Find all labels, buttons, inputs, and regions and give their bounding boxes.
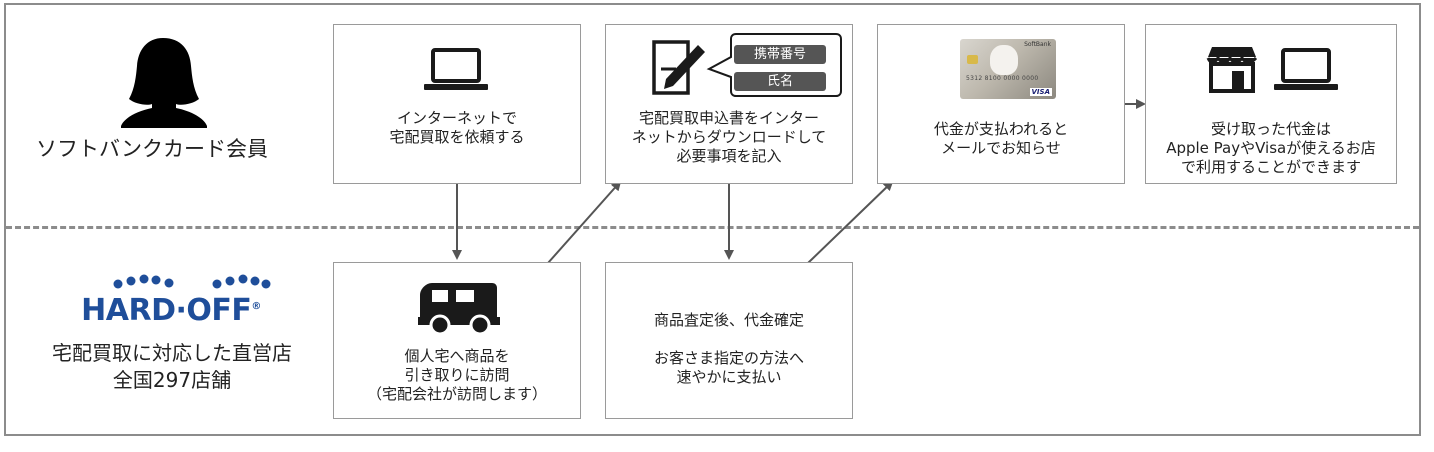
- laptop-icon: [424, 48, 488, 90]
- card-brand: SoftBank: [1024, 41, 1051, 48]
- card-number: 5312 8100 0000 0000: [966, 75, 1039, 82]
- step-application-form-text: 宅配買取申込書をインター ネットからダウンロードして 必要事項を記入: [631, 109, 827, 165]
- step-internet-request: インターネットで 宅配買取を依頼する: [333, 24, 581, 184]
- step-payment-notice-text: 代金が支払われると メールでお知らせ: [933, 120, 1069, 157]
- card-chip: [967, 55, 978, 64]
- step-appraisal-text: 商品査定後、代金確定 お客さま指定の方法へ 速やかに支払い: [653, 311, 804, 386]
- member-label: ソフトバンクカード会員: [36, 137, 269, 161]
- laptop-icon: [1274, 48, 1338, 90]
- step-use-money-text: 受け取った代金は Apple PayやVisaが使えるお店 で利用することができ…: [1166, 120, 1376, 176]
- section-divider: [6, 226, 1419, 229]
- arrow-pickup-to-form: [547, 180, 622, 264]
- step-payment-notice: SoftBank 5312 8100 0000 0000 VISA 代金が支払わ…: [877, 24, 1125, 184]
- diagram-frame: [4, 3, 1421, 436]
- step-pickup-text: 個人宅へ商品を 引き取りに訪問 （宅配会社が訪問します）: [366, 347, 547, 403]
- step-internet-request-text: インターネットで 宅配買取を依頼する: [389, 109, 525, 146]
- step-application-form: 携帯番号 氏名 宅配買取申込書をインター ネットからダウンロードして 必要事項を…: [605, 24, 853, 184]
- card-dog-figure: [990, 45, 1018, 75]
- store-icon: [1206, 47, 1258, 93]
- form-field-phone: 携帯番号: [734, 45, 826, 64]
- card-network: VISA: [1029, 88, 1052, 96]
- step-pickup: 個人宅へ商品を 引き取りに訪問 （宅配会社が訪問します）: [333, 262, 581, 419]
- store-label: 宅配買取に対応した直営店 全国297店舗: [52, 341, 292, 392]
- logo-wordmark: HARD·OFF: [81, 293, 252, 328]
- hardoff-logo-text: HARD·OFF®: [66, 289, 276, 329]
- step-use-money: 受け取った代金は Apple PayやVisaが使えるお店 で利用することができ…: [1145, 24, 1397, 184]
- registered-mark: ®: [251, 301, 261, 312]
- softbank-card-image: SoftBank 5312 8100 0000 0000 VISA: [960, 39, 1056, 99]
- delivery-truck-icon: [418, 283, 500, 336]
- form-field-name: 氏名: [734, 72, 826, 91]
- step-appraisal: 商品査定後、代金確定 お客さま指定の方法へ 速やかに支払い: [605, 262, 853, 419]
- arrow-appraisal-to-notice: [807, 180, 894, 264]
